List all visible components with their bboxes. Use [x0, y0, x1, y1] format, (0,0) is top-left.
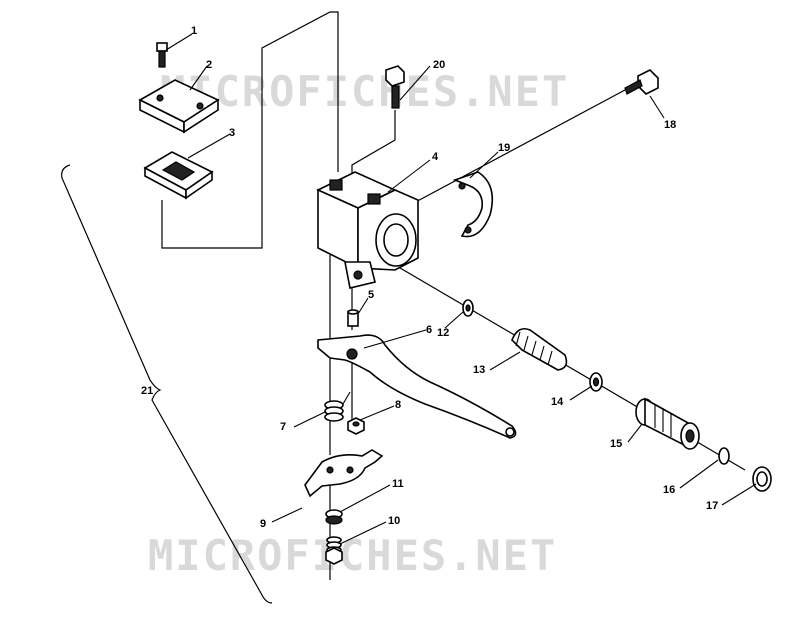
callout-19: 19 [498, 142, 510, 154]
brake-lever [317, 334, 517, 439]
callout-2: 2 [206, 59, 212, 71]
callout-7: 7 [280, 421, 286, 433]
pivot-bushing [347, 309, 359, 327]
cap-screw [156, 42, 168, 68]
assembly-bracket [61, 164, 273, 604]
leader-lines [165, 33, 757, 545]
callout-17: 17 [706, 500, 718, 512]
adjust-screw [325, 536, 343, 565]
banjo-bolt [385, 65, 405, 109]
guide-line-bolt18 [409, 89, 626, 206]
master-cylinder-body [316, 171, 419, 289]
diaphragm [143, 151, 214, 200]
lever-nut [347, 417, 365, 435]
switch-bracket [304, 449, 384, 498]
callout-10: 10 [388, 515, 400, 527]
piston [635, 397, 700, 450]
watermark-bottom: MICROFICHES.NET [148, 531, 557, 580]
watermark-top: MICROFICHES.NET [160, 67, 569, 116]
callout-13: 13 [473, 364, 485, 376]
reservoir-cap [138, 79, 220, 134]
callout-14: 14 [551, 396, 564, 408]
callout-3: 3 [229, 127, 235, 139]
callout-6: 6 [426, 324, 432, 336]
callout-8: 8 [395, 399, 401, 411]
piston-seal [589, 372, 603, 392]
callout-9: 9 [260, 518, 266, 530]
callout-12: 12 [437, 327, 449, 339]
callout-4: 4 [432, 151, 439, 163]
retainer-washer [718, 447, 730, 465]
piston-spring [511, 327, 568, 371]
guide-line-cap [161, 11, 339, 249]
callout-21: 21 [141, 385, 153, 397]
callout-16: 16 [663, 484, 675, 496]
circlip [752, 466, 772, 492]
callout-20: 20 [433, 59, 445, 71]
lock-washer [325, 509, 343, 525]
callout-11: 11 [392, 478, 404, 490]
plunger-washer [462, 299, 474, 317]
callout-5: 5 [368, 289, 374, 301]
callout-1: 1 [191, 25, 197, 37]
callout-15: 15 [610, 438, 622, 450]
return-spring [324, 391, 351, 422]
long-bolt [624, 69, 659, 95]
guide-line-bolt20 [351, 110, 396, 175]
callout-18: 18 [664, 119, 676, 131]
handlebar-clamp [452, 171, 494, 238]
